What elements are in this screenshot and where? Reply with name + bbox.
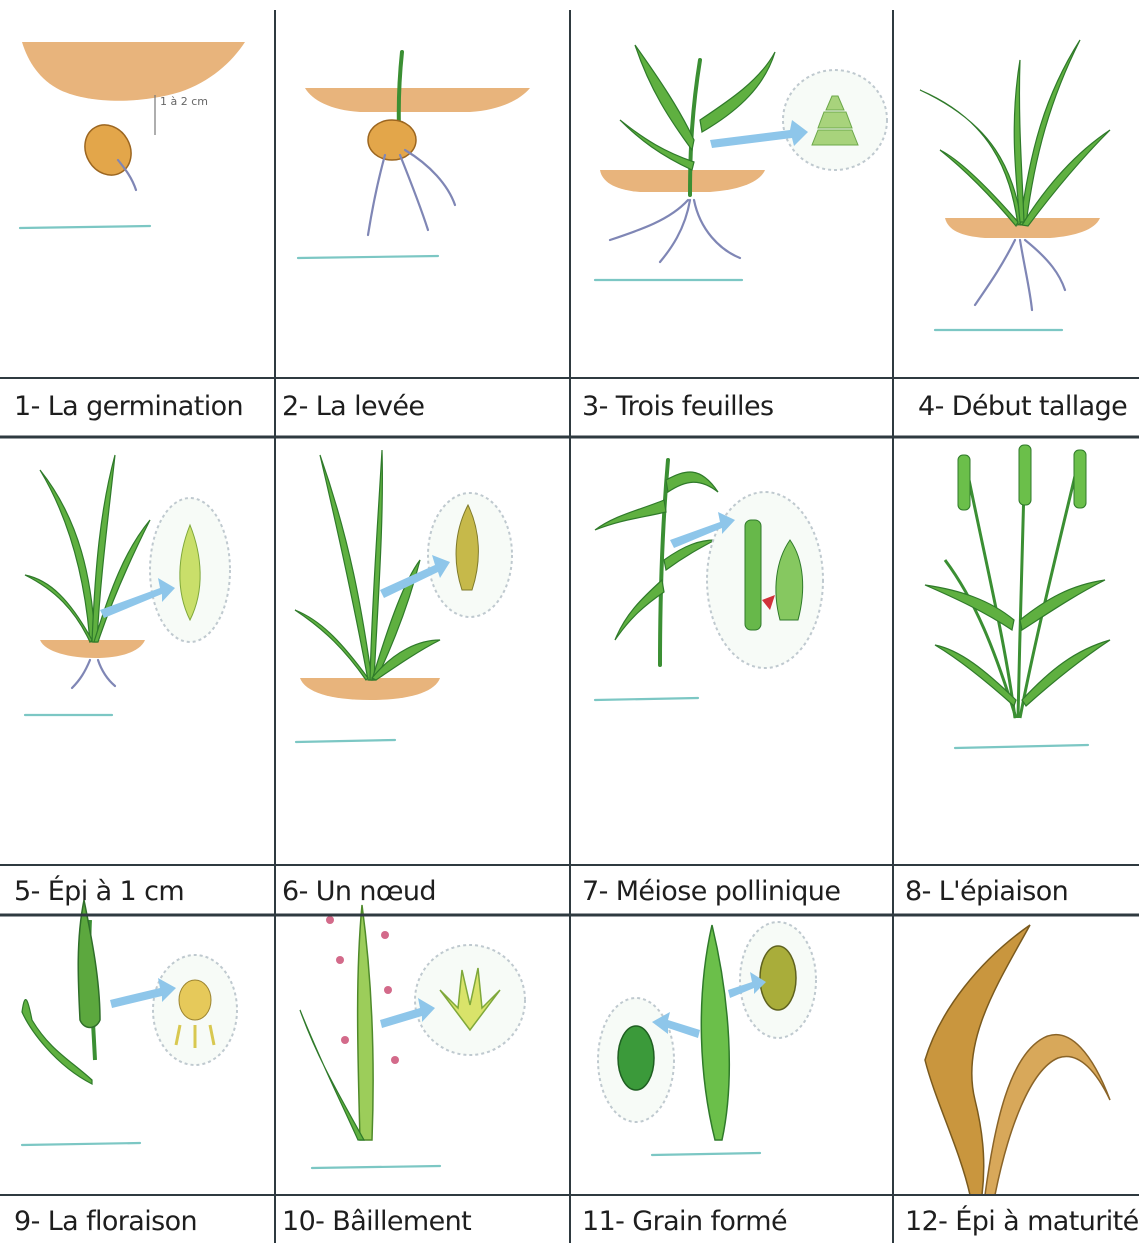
root-icon	[1025, 240, 1065, 290]
panel-12-epi-maturite	[925, 925, 1110, 1195]
seed-icon	[368, 120, 416, 160]
panel-8-epiaison	[925, 445, 1110, 748]
caption-scribble	[298, 256, 438, 258]
stage-label: 8- L'épiaison	[905, 876, 1068, 907]
anther-icon	[391, 1056, 399, 1064]
ear-icon	[78, 900, 100, 1028]
caption-scribble	[955, 745, 1088, 748]
forming-grain-icon	[760, 946, 796, 1010]
leaf-icon	[664, 540, 715, 570]
seed-icon	[76, 116, 140, 183]
leaf-icon	[920, 90, 1022, 225]
ear-icon	[1019, 445, 1031, 505]
stage-label: 10- Bâillement	[282, 1206, 471, 1237]
panel-9-floraison	[22, 900, 237, 1145]
ear-icon	[958, 455, 970, 510]
caption-scribble	[22, 1143, 140, 1145]
root-icon	[660, 200, 690, 262]
caption-scribble	[20, 226, 150, 228]
anther-icon	[326, 916, 334, 924]
soil-layer	[22, 42, 245, 101]
caption-scribble	[595, 698, 698, 700]
stage-label: 5- Épi à 1 cm	[14, 875, 184, 907]
leaf-icon	[700, 52, 775, 132]
leaf-icon	[320, 455, 372, 680]
leaf-icon	[666, 472, 718, 492]
root-icon	[368, 155, 385, 235]
stage-label: 2- La levée	[282, 391, 424, 422]
leaf-icon	[925, 585, 1014, 630]
soil-layer	[600, 170, 765, 192]
panel-1-germination: 1 à 2 cm	[20, 42, 245, 228]
panel-5-epi-1cm	[25, 455, 230, 715]
root-icon	[975, 240, 1015, 305]
panel-2-levee	[298, 52, 530, 258]
green-grain-icon	[618, 1026, 654, 1090]
leaf-icon	[40, 470, 95, 642]
stage-label: 9- La floraison	[14, 1206, 197, 1237]
ear-icon	[358, 905, 373, 1140]
panel-3-trois-feuilles	[595, 45, 887, 280]
leaf-icon	[615, 580, 664, 640]
stage-label: 7- Méiose pollinique	[582, 876, 840, 907]
root-icon	[610, 200, 688, 240]
panel-10-baillement	[300, 905, 525, 1168]
caption-scribble	[652, 1153, 760, 1155]
root-icon	[405, 150, 455, 205]
root-icon	[1020, 240, 1032, 310]
stage-label: 1- La germination	[14, 391, 243, 422]
leaf-icon	[595, 500, 666, 530]
anther-icon	[336, 956, 344, 964]
depth-note: 1 à 2 cm	[160, 95, 208, 108]
caption-scribble	[296, 740, 395, 742]
soil-layer	[300, 678, 440, 700]
stage-label: 3- Trois feuilles	[582, 391, 773, 422]
stage-label: 6- Un nœud	[282, 876, 436, 907]
soil-layer	[40, 640, 145, 658]
root-icon	[98, 660, 115, 686]
stage-label: 12- Épi à maturité	[905, 1205, 1139, 1237]
root-icon	[400, 155, 428, 230]
stage-label: 4- Début tallage	[918, 391, 1127, 422]
flower-icon	[179, 980, 211, 1020]
leaf-icon	[635, 45, 694, 150]
panel-7-meiose-pollinique	[595, 460, 823, 700]
caption-scribble	[312, 1166, 440, 1168]
ripe-ear-icon	[925, 925, 1030, 1195]
panel-4-debut-tallage	[920, 40, 1110, 330]
leaf-icon	[300, 1010, 364, 1140]
ear-icon	[1074, 450, 1086, 508]
leaf-icon	[940, 150, 1018, 226]
panel-11-grain-forme	[598, 922, 816, 1155]
root-icon	[72, 660, 90, 688]
leaf-icon	[1020, 580, 1105, 630]
dry-leaf-icon	[985, 1035, 1110, 1195]
anther-icon	[384, 986, 392, 994]
anther-icon	[341, 1036, 349, 1044]
panel-6-un-noeud	[295, 450, 512, 742]
anther-icon	[381, 931, 389, 939]
root-icon	[694, 200, 740, 258]
leaf-icon	[370, 450, 382, 680]
stem-section-icon	[745, 520, 761, 630]
stage-label: 11- Grain formé	[582, 1206, 787, 1237]
ear-icon	[701, 925, 729, 1140]
magnifier-circle	[415, 945, 525, 1055]
soil-layer	[305, 88, 530, 112]
